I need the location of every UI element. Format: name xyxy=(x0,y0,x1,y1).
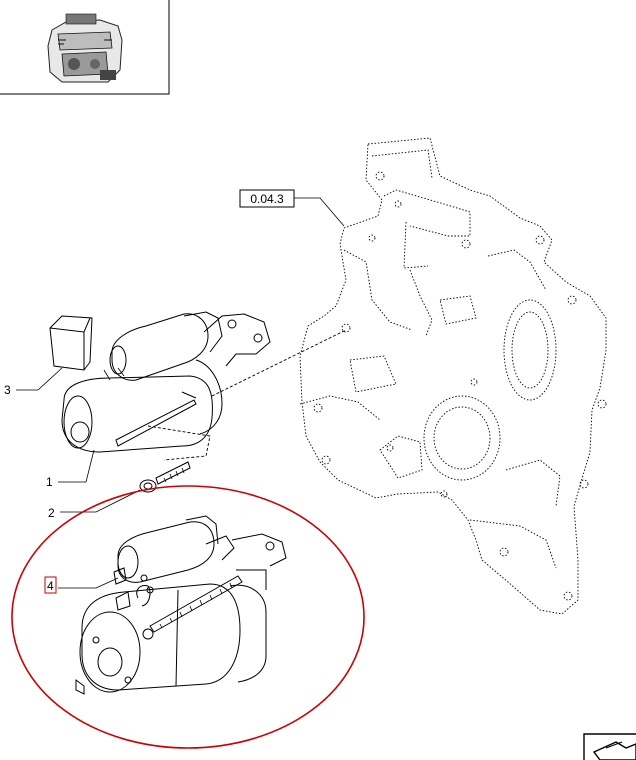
callout-item-3-label: 3 xyxy=(4,383,11,397)
callout-item-2-label: 2 xyxy=(48,506,55,520)
callout-item-4-label: 4 xyxy=(47,579,54,593)
starter-motor-upper xyxy=(61,311,271,453)
callout-item-1[interactable]: 1 xyxy=(46,449,95,489)
engine-thumbnail[interactable] xyxy=(0,0,170,95)
callout-ref-group[interactable]: 0.04.3 xyxy=(239,189,345,227)
highlight-ellipse xyxy=(11,485,365,749)
callout-item-2[interactable]: 2 xyxy=(48,489,141,520)
callout-item-4[interactable]: 4 xyxy=(44,576,119,594)
next-page-arrow-icon[interactable] xyxy=(583,733,636,760)
callout-item-1-label: 1 xyxy=(46,475,53,489)
engine-front-cover xyxy=(299,137,607,615)
callout-ref-group-label: 0.04.3 xyxy=(250,192,284,206)
callout-item-3[interactable]: 3 xyxy=(4,367,63,397)
starter-motor-assembly xyxy=(75,515,287,695)
relay-part xyxy=(49,315,93,371)
engine-thumbnail-icon xyxy=(46,10,126,84)
